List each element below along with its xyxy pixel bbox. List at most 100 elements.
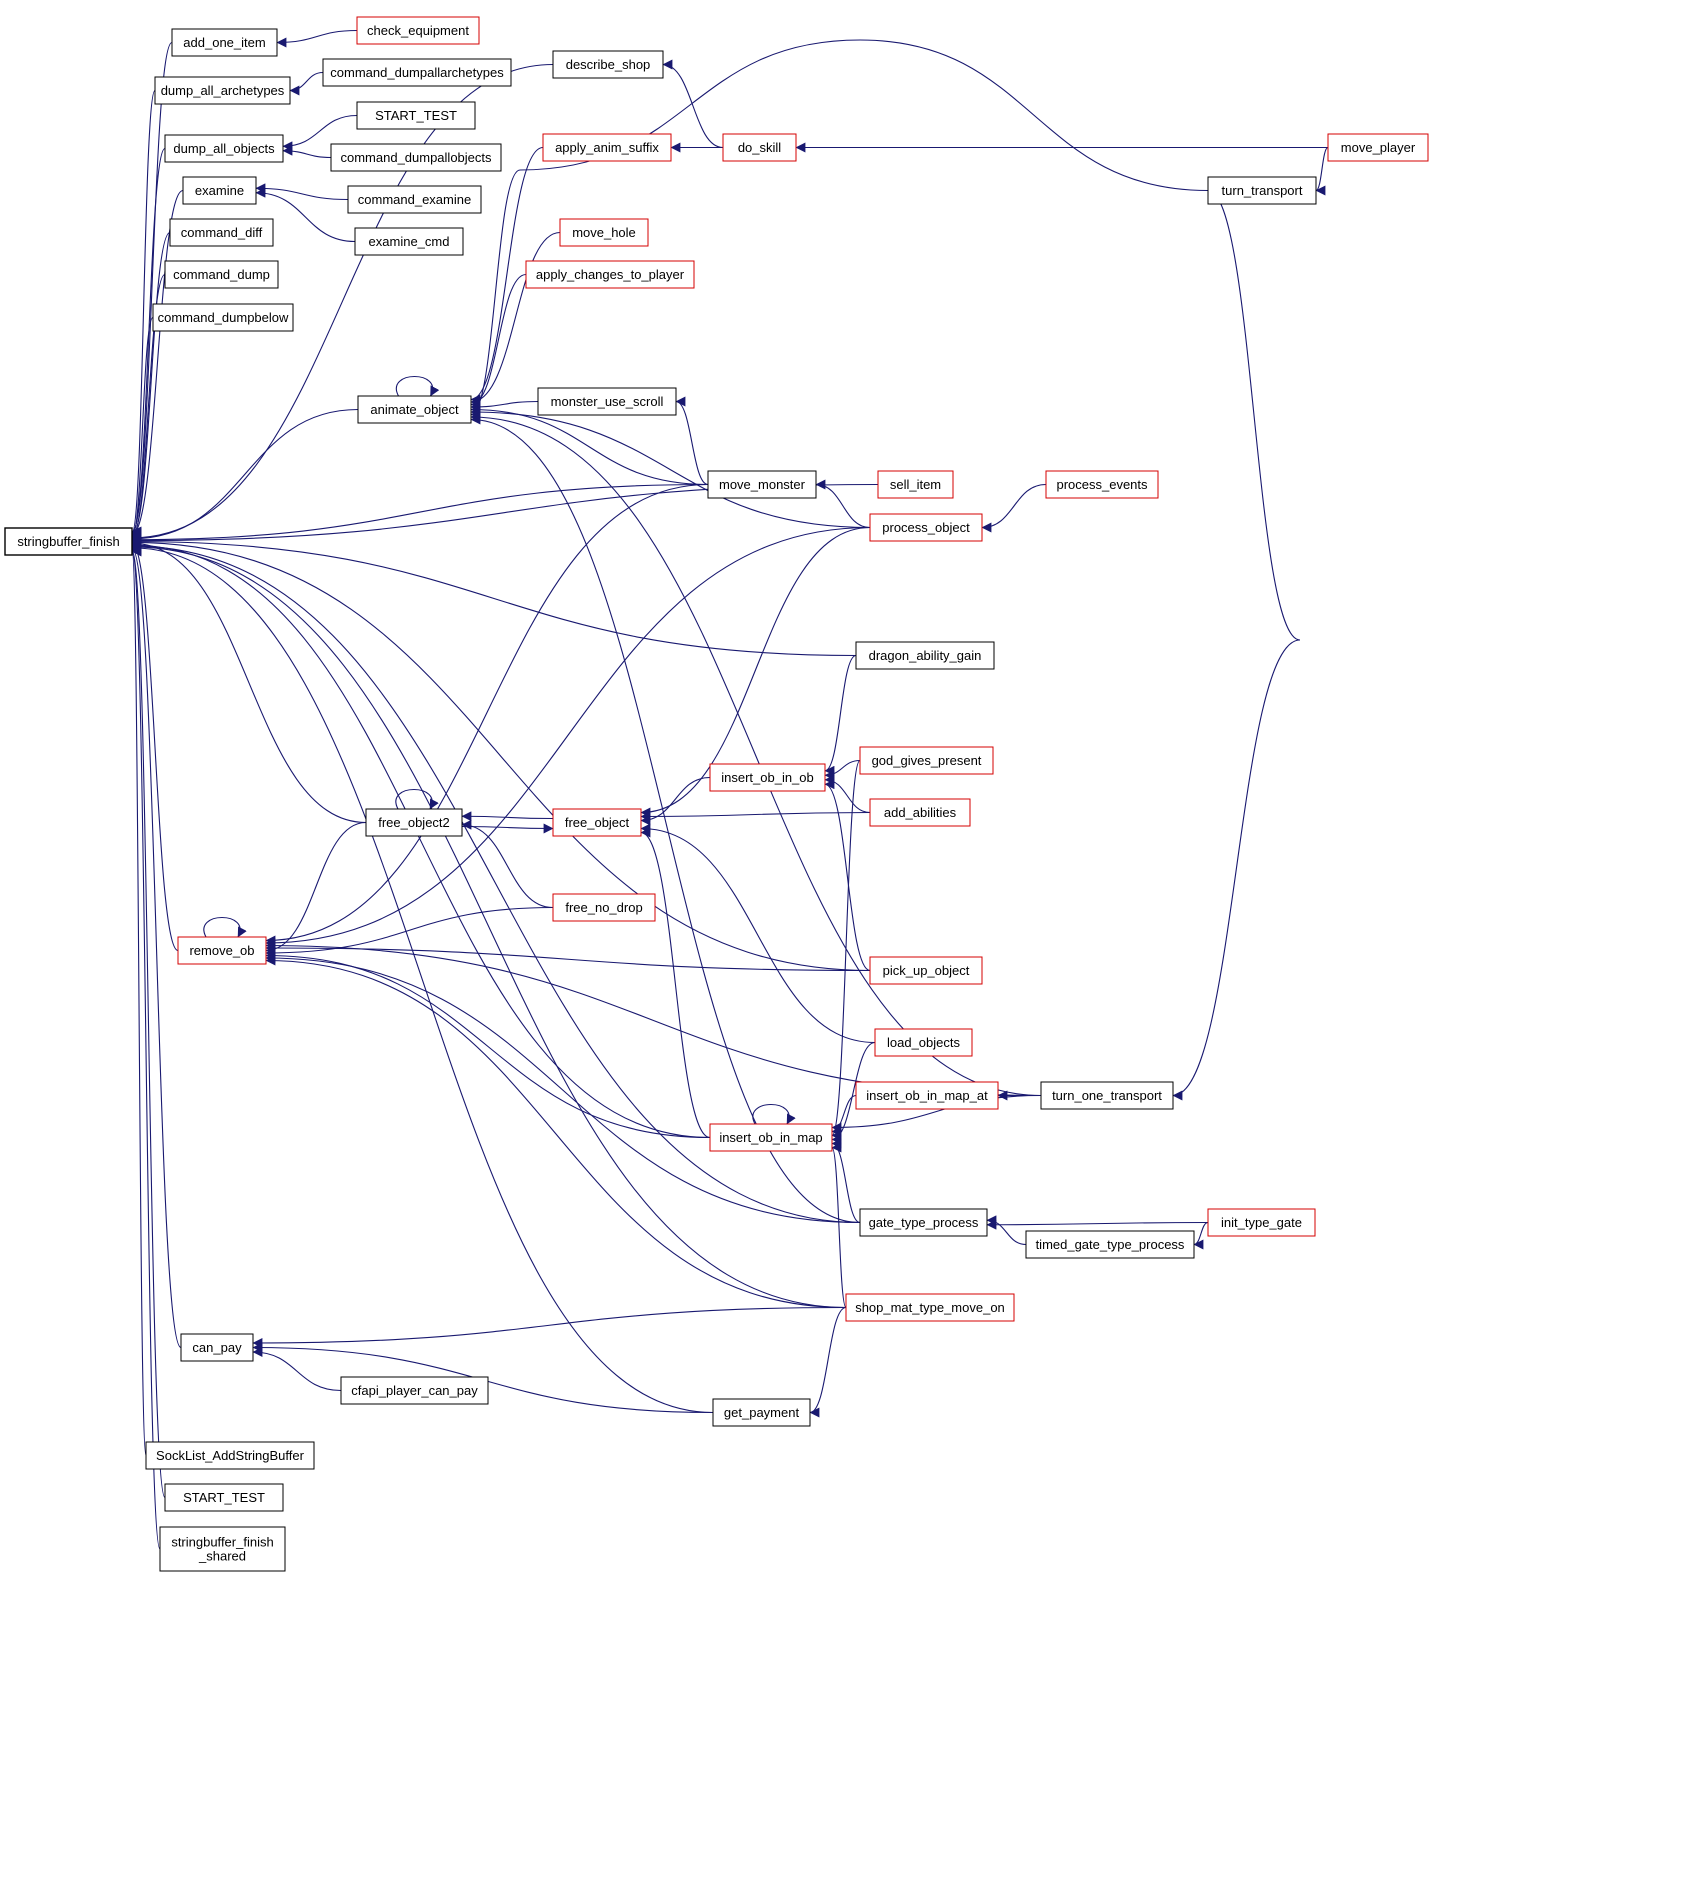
node-label-monster_use_scroll: monster_use_scroll (551, 394, 664, 409)
node-init_type_gate[interactable]: init_type_gate (1207, 1208, 1316, 1237)
node-START_TEST_1[interactable]: START_TEST (356, 101, 476, 130)
node-label-command_dumpbelow: command_dumpbelow (158, 310, 289, 325)
node-label-free_no_drop: free_no_drop (565, 900, 642, 915)
node-free_no_drop[interactable]: free_no_drop (552, 893, 656, 922)
edge-add_abilities-to-insert_ob_in_ob (824, 774, 871, 814)
edge-stringbuffer_finish_shared-to-stringbuffer_finish (131, 547, 161, 1550)
edge-command_dumpbelow-to-stringbuffer_finish (131, 316, 154, 542)
node-examine_cmd[interactable]: examine_cmd (354, 227, 464, 256)
edge-command_dumpallarchetypes-to-dump_all_archetypes (289, 71, 324, 96)
node-sell_item[interactable]: sell_item (877, 470, 954, 499)
node-god_gives_present[interactable]: god_gives_present (859, 746, 994, 775)
node-load_objects[interactable]: load_objects (874, 1028, 973, 1057)
node-label-command_dumpallobjects: command_dumpallobjects (340, 150, 492, 165)
node-insert_ob_in_ob[interactable]: insert_ob_in_ob (709, 763, 826, 792)
node-box-gate_type_process (859, 1208, 988, 1237)
node-label-insert_ob_in_map: insert_ob_in_map (719, 1130, 822, 1145)
node-pick_up_object[interactable]: pick_up_object (869, 956, 983, 985)
node-box-stringbuffer_finish (4, 527, 133, 556)
node-monster_use_scroll[interactable]: monster_use_scroll (537, 387, 677, 416)
edge-animate_object-to-animate_object (395, 376, 440, 397)
node-dump_all_archetypes[interactable]: dump_all_archetypes (154, 76, 291, 105)
node-command_diff[interactable]: command_diff (169, 218, 274, 247)
node-turn_transport[interactable]: turn_transport (1207, 176, 1317, 205)
edge-insert_ob_in_map-to-insert_ob_in_map (752, 1104, 796, 1125)
node-label-examine_cmd: examine_cmd (369, 234, 450, 249)
node-remove_ob[interactable]: remove_ob (177, 936, 267, 965)
node-move_hole[interactable]: move_hole (559, 218, 649, 247)
node-SockList_AddStringBuffer[interactable]: SockList_AddStringBuffer (145, 1441, 315, 1470)
node-insert_ob_in_map[interactable]: insert_ob_in_map (709, 1123, 833, 1152)
node-apply_anim_suffix[interactable]: apply_anim_suffix (542, 133, 672, 162)
edge-process_object-to-remove_ob (265, 526, 871, 948)
node-box-get_payment (712, 1398, 811, 1427)
node-command_examine[interactable]: command_examine (347, 185, 482, 214)
edge-animate_object-to-stringbuffer_finish (131, 408, 359, 544)
edge-get_payment-to-stringbuffer_finish (131, 542, 714, 1414)
node-box-init_type_gate (1207, 1208, 1316, 1237)
edge-turn_transport-to-turn_one_transport (1172, 189, 1301, 1101)
edge-init_type_gate-to-timed_gate_type_process (1193, 1221, 1209, 1250)
node-box-apply_changes_to_player (525, 260, 695, 289)
node-command_dumpallarchetypes[interactable]: command_dumpallarchetypes (322, 58, 512, 87)
node-free_object2[interactable]: free_object2 (365, 808, 463, 837)
node-cfapi_player_can_pay[interactable]: cfapi_player_can_pay (340, 1376, 489, 1405)
node-box-process_object (869, 513, 983, 542)
edge-can_pay-to-stringbuffer_finish (131, 544, 182, 1349)
edge-remove_ob-to-remove_ob (203, 917, 247, 938)
node-box-examine_cmd (354, 227, 464, 256)
node-box-describe_shop (552, 50, 664, 79)
node-dump_all_objects[interactable]: dump_all_objects (164, 134, 284, 163)
node-box-insert_ob_in_ob (709, 763, 826, 792)
node-stringbuffer_finish_shared[interactable]: stringbuffer_finish_shared (159, 1526, 286, 1572)
node-command_dumpallobjects[interactable]: command_dumpallobjects (330, 143, 502, 172)
edge-god_gives_present-to-insert_ob_in_ob (824, 759, 861, 781)
node-turn_one_transport[interactable]: turn_one_transport (1040, 1081, 1174, 1110)
node-move_monster[interactable]: move_monster (707, 470, 817, 499)
node-examine[interactable]: examine (182, 176, 257, 205)
node-process_events[interactable]: process_events (1045, 470, 1159, 499)
node-do_skill[interactable]: do_skill (722, 133, 797, 162)
edge-pick_up_object-to-stringbuffer_finish (131, 537, 871, 972)
node-box-free_object (552, 808, 642, 837)
node-command_dumpbelow[interactable]: command_dumpbelow (152, 303, 294, 332)
node-can_pay[interactable]: can_pay (180, 1333, 254, 1362)
node-label-dragon_ability_gain: dragon_ability_gain (869, 648, 982, 663)
node-animate_object[interactable]: animate_object (357, 395, 472, 424)
node-box-god_gives_present (859, 746, 994, 775)
node-free_object[interactable]: free_object (552, 808, 642, 837)
node-label-START_TEST_2: START_TEST (183, 1490, 265, 1505)
edge-do_skill-to-describe_shop (662, 59, 724, 149)
node-check_equipment[interactable]: check_equipment (356, 16, 480, 45)
node-box-command_dumpallobjects (330, 143, 502, 172)
node-box-check_equipment (356, 16, 480, 45)
edge-insert_ob_in_map-to-stringbuffer_finish (131, 540, 711, 1139)
edge-shop_mat_type_move_on-to-remove_ob (265, 955, 847, 1309)
edge-move_monster-to-remove_ob (265, 483, 709, 946)
node-get_payment[interactable]: get_payment (712, 1398, 811, 1427)
node-dragon_ability_gain[interactable]: dragon_ability_gain (855, 641, 995, 670)
node-add_one_item[interactable]: add_one_item (171, 28, 278, 57)
node-shop_mat_type_move_on[interactable]: shop_mat_type_move_on (845, 1293, 1015, 1322)
node-label-can_pay: can_pay (192, 1340, 242, 1355)
node-START_TEST_2[interactable]: START_TEST (164, 1483, 284, 1512)
edge-remove_ob-to-stringbuffer_finish (131, 539, 179, 952)
edge-monster_use_scroll-to-animate_object (470, 400, 539, 412)
edge-add_abilities-to-free_object (640, 811, 871, 822)
node-box-dump_all_objects (164, 134, 284, 163)
node-insert_ob_in_map_at[interactable]: insert_ob_in_map_at (855, 1081, 999, 1110)
node-apply_changes_to_player[interactable]: apply_changes_to_player (525, 260, 695, 289)
node-box-move_hole (559, 218, 649, 247)
node-gate_type_process[interactable]: gate_type_process (859, 1208, 988, 1237)
node-timed_gate_type_process[interactable]: timed_gate_type_process (1025, 1230, 1195, 1259)
node-command_dump[interactable]: command_dump (164, 260, 279, 289)
node-label-move_monster: move_monster (719, 477, 806, 492)
node-process_object[interactable]: process_object (869, 513, 983, 542)
node-add_abilities[interactable]: add_abilities (869, 798, 971, 827)
node-box-apply_anim_suffix (542, 133, 672, 162)
node-describe_shop[interactable]: describe_shop (552, 50, 664, 79)
node-box-turn_transport (1207, 176, 1317, 205)
node-box-add_one_item (171, 28, 278, 57)
node-move_player[interactable]: move_player (1327, 133, 1429, 162)
